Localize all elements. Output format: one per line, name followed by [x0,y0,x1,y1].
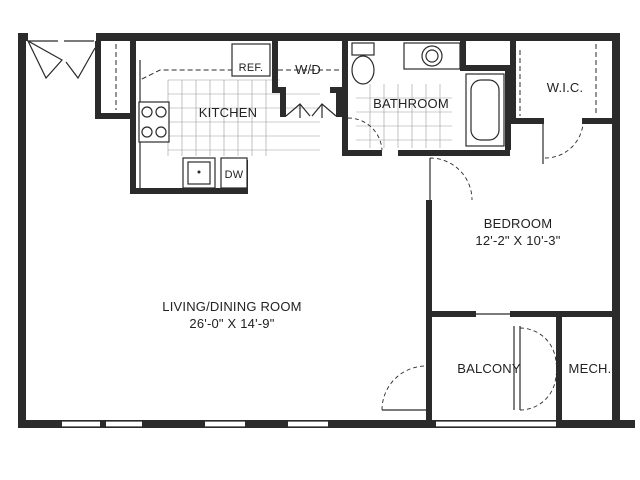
vanity-icon [403,42,461,70]
wd-label: W/D [295,62,321,77]
bedroom [426,157,620,317]
room-labels: REF. W/D KITCHEN DW BATHROOM W.I.C. BEDR… [162,62,611,376]
balcony-label: BALCONY [457,361,521,376]
dw-label: DW [225,169,244,181]
ref-label: REF. [239,62,264,74]
wic-label: W.I.C. [547,80,584,95]
bathroom [342,41,511,156]
refrigerator-icon [231,43,271,77]
toilet-tank-icon [351,42,375,56]
bathroom-label: BATHROOM [373,96,449,111]
toilet-icon [351,55,375,85]
bottom-windows [62,420,556,428]
entry-closet [26,39,131,119]
bedroom-label: BEDROOM [484,216,553,231]
bathtub-icon [465,73,505,147]
kitchen [130,41,320,194]
kitchen-label: KITCHEN [199,105,257,120]
living-dining-dimensions: 26'-0" X 14'-9" [189,316,274,331]
dishwasher-icon [220,157,248,189]
bedroom-dimensions: 12'-2" X 10'-3" [475,233,560,248]
walk-in-closet [510,41,620,164]
living-dining-label: LIVING/DINING ROOM [162,299,301,314]
washer-dryer-closet [278,69,342,118]
balcony [381,311,562,428]
mech-label: MECH. [569,361,612,376]
